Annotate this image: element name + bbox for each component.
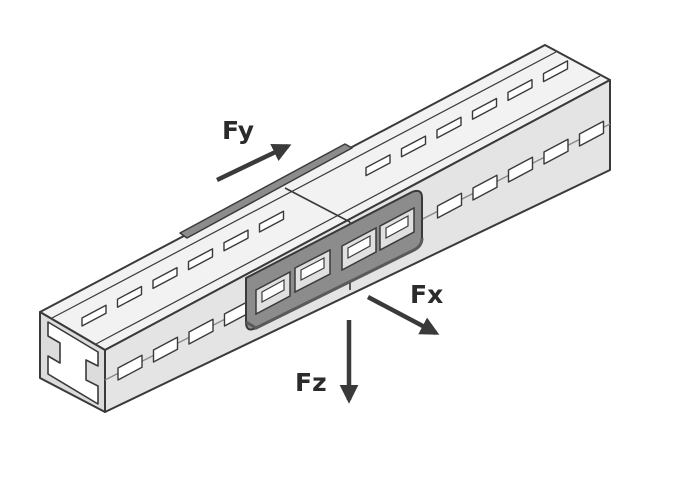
channel-slot: [436, 116, 462, 139]
channel-slot: [436, 192, 463, 219]
front-slot-row: [117, 120, 605, 381]
channel-slot: [188, 318, 214, 345]
top-splice-plate: [179, 143, 353, 239]
channel-slot: [471, 97, 498, 120]
channel-slot: [152, 266, 178, 290]
channel-slot: [258, 210, 285, 233]
channel-slot: [117, 354, 143, 381]
channel-slot: [507, 156, 534, 183]
fx-arrow: [366, 295, 440, 335]
side-splice-plate: [245, 189, 424, 331]
force-fy: Fy: [216, 116, 292, 183]
channel-slot: [365, 154, 391, 177]
top-slot-row: [81, 60, 569, 327]
force-fx: Fx: [366, 280, 443, 335]
channel-slot: [578, 120, 605, 147]
splice-seam: [284, 187, 351, 223]
plate-slot: [341, 226, 377, 272]
fx-label: Fx: [410, 280, 443, 309]
channel-slot: [400, 135, 427, 158]
channel-slot: [507, 78, 533, 102]
channel-slot: [187, 248, 214, 271]
channel-slot: [542, 60, 569, 83]
channel-lip-line: [51, 51, 557, 319]
channel-end-profile: [47, 321, 99, 405]
fz-label: Fz: [295, 368, 327, 397]
plate-slot: [255, 270, 291, 316]
channel-slot: [223, 229, 249, 252]
channel-slot: [116, 285, 143, 308]
fy-label: Fy: [222, 116, 254, 145]
side-plate-edge: [245, 237, 424, 330]
force-fz: Fz: [295, 320, 359, 404]
plate-slot: [379, 206, 415, 252]
channel-slot: [81, 304, 107, 327]
strut-channel: [39, 44, 611, 413]
channel-slot: [152, 336, 179, 363]
channel-slot: [543, 138, 569, 165]
plate-slot: [294, 248, 331, 294]
fy-arrow: [216, 143, 292, 183]
channel-lip-line: [95, 75, 601, 345]
channel-slot: [472, 174, 498, 201]
